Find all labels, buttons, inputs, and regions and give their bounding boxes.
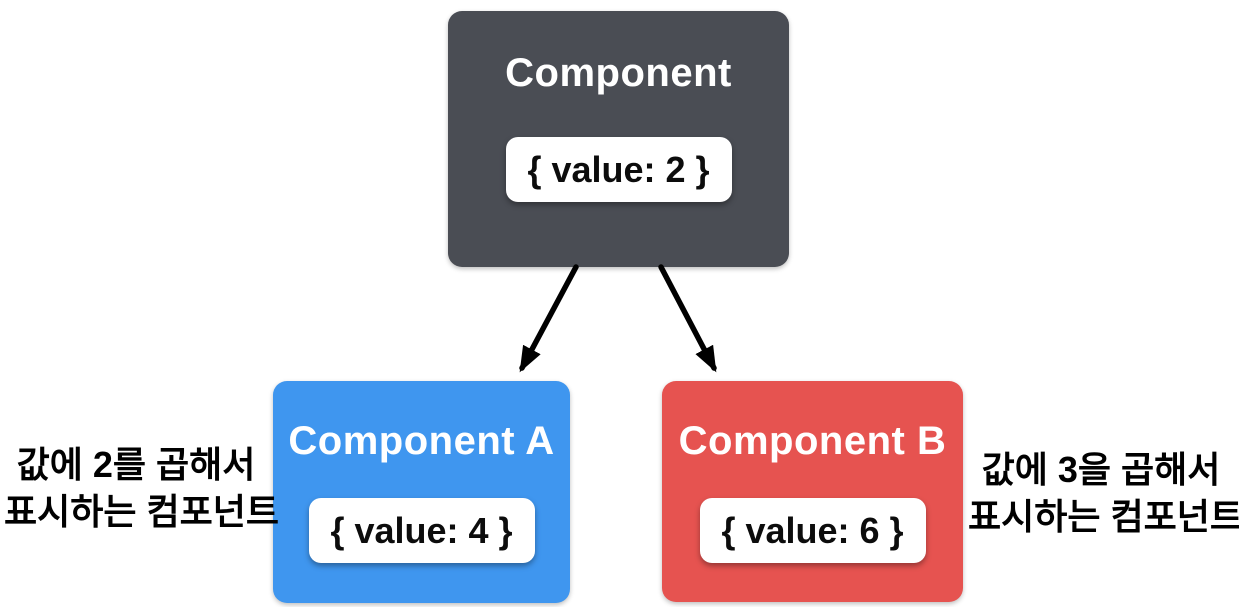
child-b-component-title: Component B (678, 419, 947, 463)
child-a-component-title: Component A (288, 419, 555, 463)
parent-component-state-badge: { value: 2 } (505, 137, 732, 202)
arrow-parent-to-child-b (658, 264, 717, 373)
child-a-component-state-badge: { value: 4 } (308, 498, 535, 563)
arrow-parent-to-child-a (519, 264, 579, 373)
child-a-component-node: Component A { value: 4 } (273, 381, 570, 603)
annotation-child-a-line2: 표시하는 컴포넌트 (4, 491, 279, 532)
annotation-child-b-line1: 값에 3을 곱해서 (981, 449, 1221, 490)
parent-component-node: Component { value: 2 } (448, 11, 789, 267)
child-b-component-state-badge: { value: 6 } (699, 498, 926, 563)
child-b-component-node: Component B { value: 6 } (662, 381, 963, 602)
annotation-child-b: 값에 3을 곱해서 표시하는 컴포넌트 (968, 446, 1239, 540)
annotation-child-b-line2: 표시하는 컴포넌트 (968, 496, 1239, 537)
annotation-child-a-line1: 값에 2를 곱해서 (16, 444, 256, 485)
parent-component-title: Component (505, 51, 732, 95)
annotation-child-a: 값에 2를 곱해서 표시하는 컴포넌트 (4, 441, 279, 535)
